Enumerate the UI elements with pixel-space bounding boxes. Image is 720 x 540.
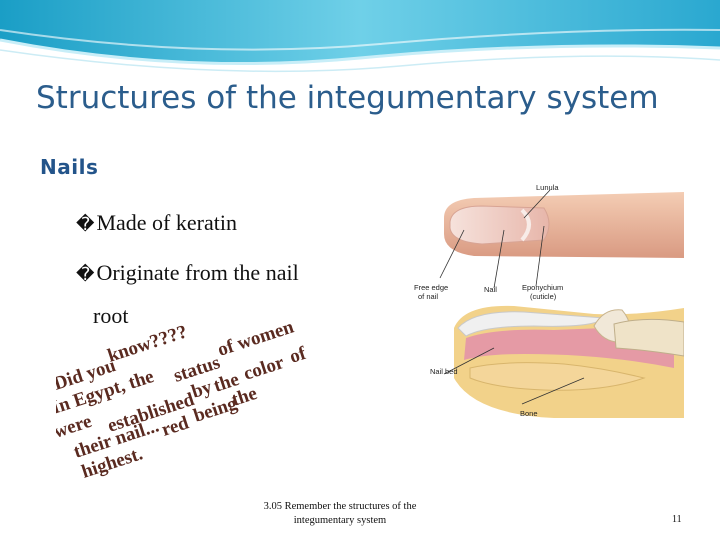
bullet-marker-icon: � xyxy=(76,214,95,234)
slide-subtitle: Nails xyxy=(40,155,99,179)
nail-bed-label: Nail bed xyxy=(430,367,458,376)
page-number: 11 xyxy=(672,514,682,525)
footer-line: 3.05 Remember the structures of the xyxy=(263,501,417,512)
bullet-text: Made of keratin xyxy=(96,210,237,235)
trivia-line: know???? xyxy=(105,321,190,366)
trivia-line: of xyxy=(287,343,309,368)
slide-footer: 3.05 Remember the structures of the inte… xyxy=(240,500,440,528)
lunula-label: Lunula xyxy=(536,183,559,192)
bullet-item: �Originate from the nail xyxy=(76,260,299,286)
trivia-wavy-text: know???? of women Did you status of colo… xyxy=(56,316,309,480)
bullet-marker-icon: � xyxy=(76,264,95,284)
eponychium-label: Eponychium(cuticle) xyxy=(522,283,563,301)
trivia-line: of women xyxy=(215,316,297,360)
header-banner xyxy=(0,0,720,73)
bullet-item: �Made of keratin xyxy=(76,210,237,236)
slide-title: Structures of the integumentary system xyxy=(36,80,659,116)
nail-label: Nail xyxy=(484,285,497,294)
trivia-line: color xyxy=(241,352,287,385)
bullet-text: Originate from the nail xyxy=(96,260,299,285)
bone-label: Bone xyxy=(520,409,538,418)
footer-line: integumentary system xyxy=(293,515,387,526)
bullet-continuation: root xyxy=(93,303,129,328)
